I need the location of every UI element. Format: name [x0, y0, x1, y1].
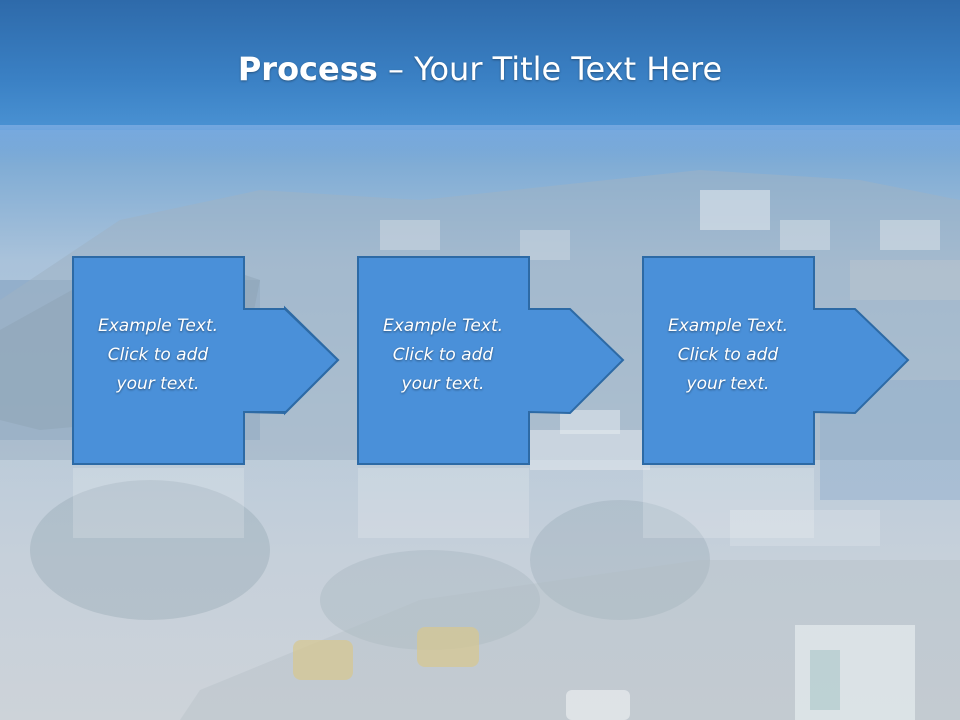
step-reflection: [73, 468, 244, 538]
title-rest: – Your Title Text Here: [377, 50, 723, 88]
step-reflection: [643, 468, 814, 538]
step-line-3: your text.: [401, 374, 485, 394]
banner-glow: [0, 125, 960, 165]
step-arrow-shape: [72, 256, 340, 465]
slide-title[interactable]: Process – Your Title Text Here: [0, 50, 960, 88]
step-line-2: Click to add: [677, 345, 779, 365]
step-line-1: Example Text.: [97, 316, 219, 336]
step-reflection: [358, 468, 529, 538]
step-text[interactable]: Example Text. Click to add your text.: [357, 312, 529, 399]
step-line-3: your text.: [686, 374, 770, 394]
title-banner: [0, 0, 960, 130]
step-line-2: Click to add: [107, 345, 209, 365]
step-line-3: your text.: [116, 374, 200, 394]
step-arrow-shape: [357, 256, 625, 465]
step-text[interactable]: Example Text. Click to add your text.: [72, 312, 244, 399]
title-bold: Process: [237, 50, 378, 88]
step-line-1: Example Text.: [667, 316, 789, 336]
step-line-1: Example Text.: [382, 316, 504, 336]
step-line-2: Click to add: [392, 345, 494, 365]
step-arrow-shape: [642, 256, 910, 465]
step-text[interactable]: Example Text. Click to add your text.: [642, 312, 814, 399]
